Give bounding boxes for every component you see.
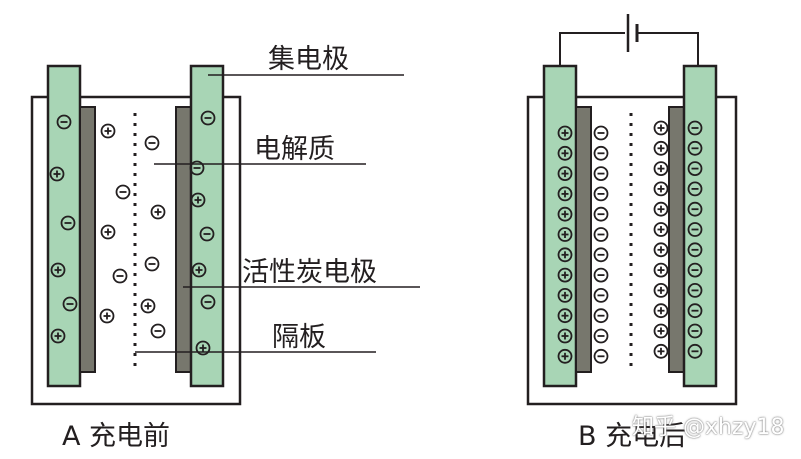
- electrode-right-a: [175, 106, 192, 373]
- negative-ion-icon: [687, 161, 703, 177]
- negative-ion-icon: [593, 348, 609, 364]
- negative-ion-icon: [115, 184, 131, 200]
- negative-ion-icon: [199, 226, 215, 242]
- positive-ion-icon: [653, 140, 669, 156]
- negative-ion-icon: [687, 242, 703, 258]
- positive-ion-icon: [653, 323, 669, 339]
- positive-ion-icon: [653, 282, 669, 298]
- positive-ion-icon: [653, 222, 669, 237]
- positive-ion-icon: [653, 181, 669, 197]
- negative-ion-icon: [593, 145, 609, 161]
- positive-ion-icon: [557, 186, 573, 202]
- negative-ion-icon: [687, 282, 703, 298]
- wire-left: [559, 32, 625, 66]
- negative-ion-icon: [593, 206, 609, 222]
- positive-ion-icon: [557, 227, 573, 242]
- negative-ion-icon: [593, 308, 609, 324]
- electrode-right-b: [668, 106, 685, 373]
- positive-ion-icon: [150, 204, 166, 220]
- negative-ion-icon: [144, 256, 160, 272]
- positive-ion-icon: [99, 308, 115, 324]
- label-carbon-electrode: 活性炭电极: [242, 257, 377, 288]
- positive-ion-icon: [191, 262, 207, 278]
- positive-ion-icon: [195, 340, 211, 356]
- negative-ion-icon: [593, 328, 609, 344]
- ions-after: [557, 120, 703, 364]
- negative-ion-icon: [593, 247, 609, 263]
- negative-ion-icon: [62, 296, 78, 312]
- negative-ion-icon: [593, 166, 609, 182]
- positive-ion-icon: [557, 206, 573, 222]
- negative-ion-icon: [593, 267, 609, 283]
- positive-ion-icon: [50, 262, 66, 278]
- negative-ion-icon: [687, 120, 703, 136]
- collector-right-a: [189, 64, 225, 388]
- positive-ion-icon: [557, 328, 573, 344]
- positive-ion-icon: [653, 303, 669, 319]
- label-separator: 隔板: [272, 322, 326, 353]
- watermark: 知乎 @xhzy18: [632, 415, 785, 440]
- caption-after: B 充电后: [578, 421, 687, 452]
- positive-ion-icon: [557, 125, 573, 141]
- negative-ion-icon: [60, 215, 76, 231]
- positive-ion-icon: [50, 328, 66, 344]
- positive-ion-icon: [557, 267, 573, 283]
- electrode-left-b: [575, 106, 592, 373]
- negative-ion-icon: [687, 181, 703, 197]
- positive-ion-icon: [100, 224, 116, 240]
- positive-ion-icon: [653, 161, 669, 177]
- negative-ion-icon: [112, 268, 128, 284]
- negative-ion-icon: [687, 303, 703, 319]
- positive-ion-icon: [49, 166, 65, 182]
- cell-after-charging: [526, 14, 738, 406]
- positive-ion-icon: [557, 166, 573, 182]
- positive-ion-icon: [557, 287, 573, 303]
- positive-ion-icon: [557, 247, 573, 263]
- negative-ion-icon: [593, 186, 609, 202]
- electrode-left-a: [79, 106, 96, 373]
- caption-before: A 充电前: [62, 421, 171, 452]
- positive-ion-icon: [653, 262, 669, 278]
- positive-ion-icon: [140, 298, 156, 314]
- positive-ion-icon: [653, 120, 669, 136]
- negative-ion-icon: [593, 125, 609, 141]
- negative-ion-icon: [687, 222, 703, 237]
- negative-ion-icon: [687, 323, 703, 339]
- positive-ion-icon: [557, 348, 573, 364]
- positive-ion-icon: [190, 192, 206, 208]
- label-collector: 集电极: [268, 44, 349, 75]
- negative-ion-icon: [687, 140, 703, 156]
- wire-right: [638, 32, 699, 66]
- negative-ion-icon: [687, 343, 703, 359]
- negative-ion-icon: [150, 323, 166, 339]
- negative-ion-icon: [56, 114, 72, 130]
- negative-ion-icon: [687, 201, 703, 217]
- negative-ion-icon: [200, 294, 216, 310]
- positive-ion-icon: [653, 343, 669, 359]
- label-electrolyte: 电解质: [254, 134, 335, 165]
- negative-ion-icon: [189, 160, 205, 176]
- positive-ion-icon: [557, 145, 573, 161]
- negative-ion-icon: [687, 262, 703, 278]
- negative-ion-icon: [144, 135, 160, 151]
- positive-ion-icon: [653, 201, 669, 217]
- positive-ion-icon: [557, 308, 573, 324]
- positive-ion-icon: [100, 123, 116, 139]
- positive-ion-icon: [653, 242, 669, 258]
- ions-before: [49, 110, 216, 356]
- negative-ion-icon: [593, 227, 609, 242]
- negative-ion-icon: [200, 110, 216, 126]
- cell-before-charging: [30, 64, 420, 406]
- negative-ion-icon: [593, 287, 609, 303]
